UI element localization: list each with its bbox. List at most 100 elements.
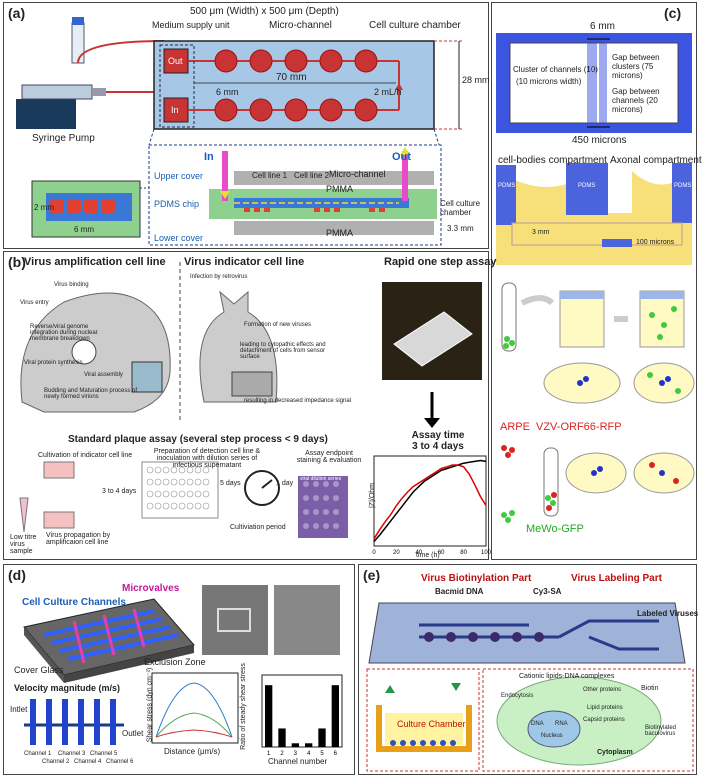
c-arpe-label: ARPE	[500, 421, 530, 433]
rapid-title: Rapid one step assay	[384, 256, 497, 268]
mouse-label-5: Viral assembly	[84, 372, 123, 378]
e-other-proteins: Other proteins	[583, 687, 622, 693]
bar-channel-3	[291, 743, 299, 747]
panel-b: (b)	[3, 251, 497, 560]
tube-icon	[71, 22, 85, 64]
d-inlet: Intlet	[10, 705, 28, 714]
e-dna: DNA	[531, 721, 544, 727]
low-titre-label: Low titre virus sample	[10, 534, 37, 555]
day1-label: 1 day	[276, 480, 294, 487]
days34-label: 3 to 4 days	[102, 488, 137, 495]
c-pdms-3: PDMS	[674, 183, 692, 189]
d-ch4: Channel 4	[74, 759, 102, 765]
c-3mm-label: 3 mm	[532, 229, 550, 236]
e-nucleus: Nucleus	[541, 733, 563, 739]
e-endocytosis: Endocytosis	[501, 693, 534, 699]
bar-channel-2	[278, 728, 286, 747]
d-ch3: Channel 3	[58, 751, 86, 757]
e-cy3: Cy3-SA	[533, 587, 562, 596]
d-microvalves: Microvalves	[122, 583, 180, 594]
bar-tick: 6	[334, 751, 338, 757]
panel-c-label: (c)	[664, 5, 682, 21]
e-rna: RNA	[555, 721, 568, 727]
panel-c: (c)	[491, 2, 702, 560]
bar-tick: 1	[267, 751, 271, 757]
panel-a-diagram	[16, 17, 464, 246]
cell-culture-label: Cell culture chamber	[440, 199, 481, 217]
c-mewo-label: MeWo-GFP	[526, 523, 584, 535]
len70-label: 70 mm	[276, 72, 307, 83]
chamber-circles	[214, 49, 378, 122]
inset-6mm-label: 6 mm	[74, 225, 94, 234]
cat-label-4: resulting in decreased impedance signal	[244, 398, 352, 404]
e-lipid: Lipid proteins	[587, 705, 623, 711]
panel-e-diagram	[366, 602, 694, 772]
bar-channel-4	[305, 743, 313, 747]
dilution-label: viral dilution series	[300, 476, 342, 482]
panel-e-label: (e)	[363, 567, 381, 583]
imp-xtick: 0	[372, 550, 376, 556]
microchannel-label: Micro-channel	[269, 20, 332, 31]
imp-xtick: 100	[481, 550, 492, 556]
d-ch5: Channel 5	[90, 751, 118, 757]
imp-ylabel: |Z|/Ohm	[369, 482, 377, 509]
c-pdms-1: PDMS	[498, 183, 516, 189]
bar-channel-1	[265, 685, 273, 747]
medium-supply-label: Medium supply unit	[152, 20, 230, 30]
sec-microchannel-label: Micro-channel	[329, 169, 386, 179]
c-w450-label: 450 microns	[572, 135, 627, 146]
pmma-top-label: PMMA	[326, 184, 353, 194]
imp-xtick: 80	[460, 550, 467, 556]
bar-frame	[261, 674, 343, 748]
chamber-label: Cell culture chamber	[369, 20, 461, 31]
d-velocity: Velocity magnitude (m/s)	[14, 683, 121, 693]
d-dist-x: Distance (μm/s)	[164, 747, 221, 756]
e-biotin-part: Virus Biotinylation Part	[421, 573, 532, 584]
d-cover-glass: Cover Glass	[14, 665, 64, 675]
d-ch1: Channel 1	[24, 751, 52, 757]
ind-title: Virus indicator cell line	[184, 256, 305, 268]
panel-a: (a)	[3, 2, 490, 249]
cat-label-1: Infection by retrovirus	[190, 274, 248, 280]
panel-c-diagram	[496, 33, 695, 523]
d-outlet: Outlet	[122, 729, 144, 738]
cat-label-3: leading to cytopathic effects and detach…	[240, 342, 326, 360]
e-culture: Culture Chamber	[397, 719, 466, 729]
dims-label: 500 μm (Width) x 500 μm (Depth)	[190, 6, 339, 17]
pdms-chip-label: PDMS chip	[154, 199, 200, 209]
cell-line2-label: Cell line 2	[294, 171, 330, 180]
c-gap-clusters-label: Gap between clusters (75 microns)	[612, 53, 660, 80]
bar-tick: 2	[280, 751, 284, 757]
mouse-label-4: Viral protein synthesis	[24, 360, 83, 366]
plaque-title: Standard plaque assay (several step proc…	[68, 434, 328, 445]
lower-cover-label: Lower cover	[154, 233, 204, 243]
d-ratio-y: Ratio of steady shear stress	[239, 663, 247, 750]
d-cell-channels: Cell Culture Channels	[22, 597, 126, 608]
c-cluster-label: Cluster of channels (10)	[513, 65, 598, 74]
imp-xtick: 20	[393, 550, 400, 556]
w28-label: 28 mm	[462, 75, 490, 85]
imp-xlabel: time (h)	[416, 552, 440, 559]
pmma-bottom-label: PMMA	[326, 228, 353, 238]
syringe-pump-label: Syringe Pump	[32, 133, 95, 144]
sec-in-label: In	[204, 151, 214, 163]
impedance-frame	[373, 455, 487, 547]
assay-time-label: Assay time 3 to 4 days	[411, 430, 465, 452]
bar-channel-6	[331, 685, 339, 747]
days5-label: 5 days	[220, 480, 241, 487]
c-width10-label: (10 microns width)	[516, 77, 582, 86]
out-port	[163, 48, 189, 74]
d-chan-x: Channel number	[268, 757, 328, 766]
d-shear-y: Shear stress (dyn cm⁻²)	[146, 667, 154, 743]
c-gap-channels-label: Gap between channels (20 microns)	[612, 87, 660, 114]
cat-label-2: Formation of new viruses	[244, 322, 312, 328]
panel-b-label: (b)	[8, 254, 26, 270]
c-cell-bodies-label: cell-bodies compartment	[498, 155, 607, 166]
mouse-label-6: Budding and Maturation process of newly …	[44, 388, 138, 400]
impedance-series-2	[373, 464, 487, 540]
e-bacmid: Bacmid DNA	[435, 587, 484, 596]
